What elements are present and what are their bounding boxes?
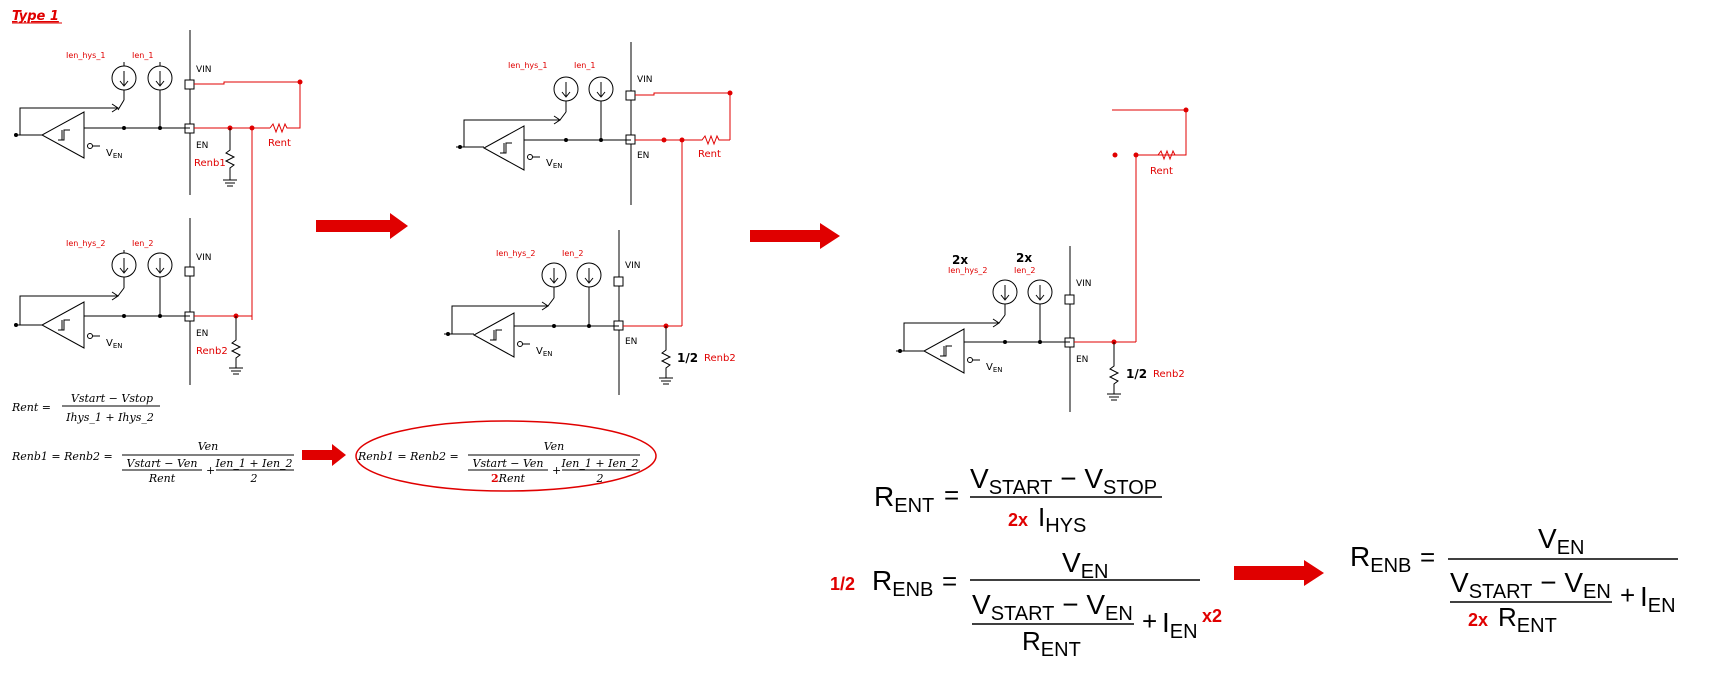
formula-renb-i-den: 2 xyxy=(596,472,604,485)
big-eq-renb-final: RENB = VEN VSTART − VEN 2x RENT + IEN xyxy=(1350,523,1678,637)
formula-renb-num: Ven xyxy=(544,440,565,453)
formula-renb-i-num: Ien_1 + Ien_2 xyxy=(560,457,638,470)
arrow-right-icon xyxy=(750,223,840,249)
formula-rent-den: Ihys_1 + Ihys_2 xyxy=(65,411,154,424)
eq-renb-inner-den: RENT xyxy=(1022,626,1081,661)
label-2x: 2x xyxy=(1016,251,1032,265)
circuit-a1: Ien_hys_1 Ien_1 VIN EN VEN Ren xyxy=(14,30,303,320)
eq-ien: IEN xyxy=(1640,581,1676,617)
eq-renb-lhs: RENB xyxy=(872,565,933,601)
label-ien-hys-1: Ien_hys_1 xyxy=(508,61,547,70)
formula-renb-highlighted: Renb1 = Renb2 = Ven Vstart − Ven 2Rent +… xyxy=(355,420,657,492)
formula-renb-num: Ven xyxy=(198,440,219,453)
label-en: EN xyxy=(1076,355,1088,365)
eq-red-2x: 2x xyxy=(1008,510,1028,530)
circuit-b: Ien_hys_1 Ien_1 VIN EN VEN Rent Ien_hys_… xyxy=(444,42,736,395)
formula-renb-i-den: 2 xyxy=(250,472,258,485)
label-en: EN xyxy=(196,141,208,151)
label-rent: Rent xyxy=(268,138,291,149)
label-ven: VEN xyxy=(546,158,563,170)
label-ven: VEN xyxy=(986,362,1003,374)
label-ven: VEN xyxy=(536,346,553,358)
label-ien-2: Ien_2 xyxy=(562,249,583,258)
eq-plus: + xyxy=(1620,580,1635,610)
formula-plus: + xyxy=(552,464,561,477)
formula-rent-lhs: Rent = xyxy=(11,401,51,414)
label-en: EN xyxy=(637,151,649,161)
label-vin: VIN xyxy=(637,75,653,85)
eq-red-2x: 2x xyxy=(1468,610,1488,630)
label-renb2: Renb2 xyxy=(1153,369,1185,380)
eq-red-x2: x2 xyxy=(1202,606,1222,626)
label-renb1: Renb1 xyxy=(194,158,226,169)
label-renb2: Renb2 xyxy=(196,346,228,357)
highlight-ellipse xyxy=(355,420,657,492)
circuit-a2: Ien_hys_2 Ien_2 VIN EN VEN Renb2 xyxy=(14,218,253,385)
big-eq-rent: RENT = VSTART − VSTOP 2x IHYS xyxy=(874,463,1162,537)
label-vin: VIN xyxy=(196,65,212,75)
comparator-icon xyxy=(40,111,85,159)
label-ien-hys-2: Ien_hys_2 xyxy=(948,266,987,275)
eq-renb-num: VEN xyxy=(1538,523,1584,559)
label-renb2: Renb2 xyxy=(704,353,736,364)
big-eq-renb-half: 1/2 RENB = VEN VSTART − VEN RENT + IEN x… xyxy=(830,547,1222,661)
label-ien-2: Ien_2 xyxy=(132,239,153,248)
arrow-right-icon xyxy=(316,213,408,239)
formula-rent-num: Vstart − Vstop xyxy=(71,392,153,405)
label-ien-hys-1: Ien_hys_1 xyxy=(66,51,105,60)
eq-red-half: 1/2 xyxy=(830,574,855,594)
comparator-icon xyxy=(40,301,85,349)
eq-plus: + xyxy=(1142,606,1157,636)
label-vin: VIN xyxy=(196,253,212,263)
arrow-right-icon xyxy=(302,444,346,466)
page-title: Type 1 xyxy=(12,9,59,24)
formula-renb: Renb1 = Renb2 = Ven Vstart − Ven Rent + … xyxy=(11,440,294,485)
formula-renb-inner-num: Vstart − Ven xyxy=(127,457,198,470)
label-en: EN xyxy=(196,329,208,339)
label-ien-hys-2: Ien_hys_2 xyxy=(496,249,535,258)
formula-renb-i-num: Ien_1 + Ien_2 xyxy=(214,457,292,470)
formula-renb-inner-den: Rent xyxy=(148,472,176,485)
label-rent: Rent xyxy=(698,149,721,160)
label-ven: VEN xyxy=(106,338,123,350)
formula-renb-lhs: Renb1 = Renb2 = xyxy=(357,450,459,463)
label-rent: Rent xyxy=(1150,166,1173,177)
label-ien-2: Ien_2 xyxy=(1014,266,1035,275)
label-ien-1: Ien_1 xyxy=(132,51,153,60)
formula-renb-inner-den: 2Rent xyxy=(491,472,526,485)
circuit-c: Rent 2x 2x Ien_hys_2 Ien_2 VIN EN VEN 1/… xyxy=(896,107,1189,412)
eq-rent-den: IHYS xyxy=(1038,502,1086,537)
formula-rent: Rent = Vstart − Vstop Ihys_1 + Ihys_2 xyxy=(11,392,160,424)
eq-equals: = xyxy=(1420,542,1435,572)
eq-renb-inner-num: VSTART − VEN xyxy=(1450,567,1611,603)
label-ien-hys-2: Ien_hys_2 xyxy=(66,239,105,248)
label-en: EN xyxy=(625,337,637,347)
eq-equals: = xyxy=(944,480,959,510)
eq-rent-num: VSTART − VSTOP xyxy=(970,463,1157,499)
label-ien-1: Ien_1 xyxy=(574,61,595,70)
label-half: 1/2 xyxy=(1126,367,1147,381)
eq-rent-lhs: RENT xyxy=(874,481,934,517)
formula-renb-inner-num: Vstart − Ven xyxy=(473,457,544,470)
eq-ien: IEN xyxy=(1162,607,1198,643)
label-2x: 2x xyxy=(952,253,968,267)
eq-equals: = xyxy=(942,566,957,596)
eq-renb-inner-den: RENT xyxy=(1498,602,1557,637)
label-ven: VEN xyxy=(106,148,123,160)
formula-plus: + xyxy=(206,464,215,477)
eq-renb-lhs: RENB xyxy=(1350,541,1411,577)
eq-renb-inner-num: VSTART − VEN xyxy=(972,589,1133,625)
label-vin: VIN xyxy=(1076,279,1092,289)
label-half: 1/2 xyxy=(677,351,698,365)
label-vin: VIN xyxy=(625,261,641,271)
eq-renb-num: VEN xyxy=(1062,547,1108,583)
formula-renb-lhs: Renb1 = Renb2 = xyxy=(11,450,113,463)
arrow-right-icon xyxy=(1234,560,1324,586)
